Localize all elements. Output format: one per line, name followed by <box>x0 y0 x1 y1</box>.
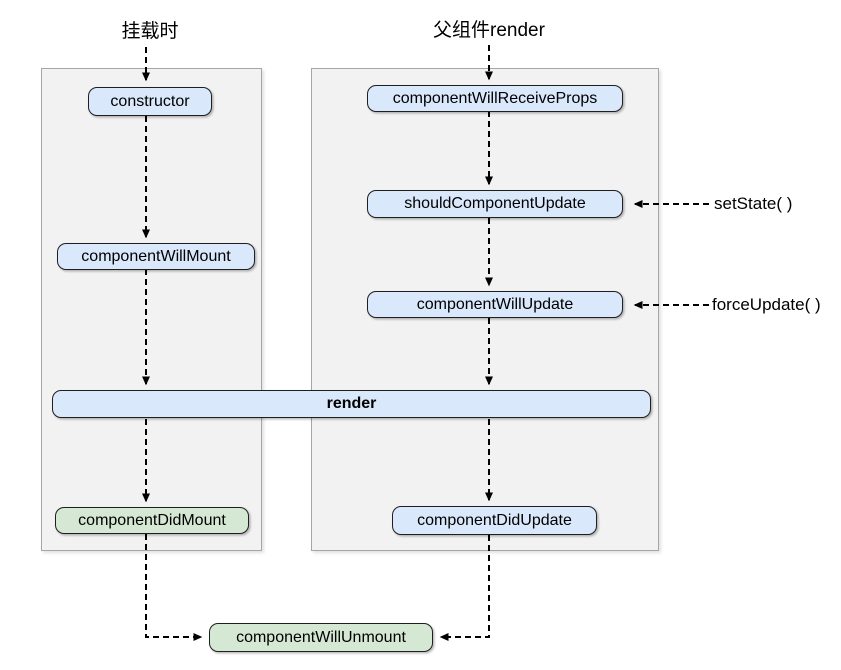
column-title-parent-render: 父组件render <box>433 20 545 41</box>
node-componentdidmount: componentDidMount <box>55 507 249 534</box>
mount-phase-panel <box>41 68 262 551</box>
node-componentwillupdate: componentWillUpdate <box>367 291 623 318</box>
node-render: render <box>52 390 651 418</box>
label-setstate: setState( ) <box>714 194 793 213</box>
label-forceupdate: forceUpdate( ) <box>712 295 821 314</box>
node-componentdidupdate: componentDidUpdate <box>392 506 597 535</box>
node-shouldcomponentupdate: shouldComponentUpdate <box>367 190 623 218</box>
column-title-mount: 挂载时 <box>121 21 179 42</box>
node-componentwillreceiveprops: componentWillReceiveProps <box>367 85 623 112</box>
node-componentwillunmount: componentWillUnmount <box>209 623 433 652</box>
node-constructor: constructor <box>88 87 212 116</box>
node-componentwillmount: componentWillMount <box>57 243 255 270</box>
